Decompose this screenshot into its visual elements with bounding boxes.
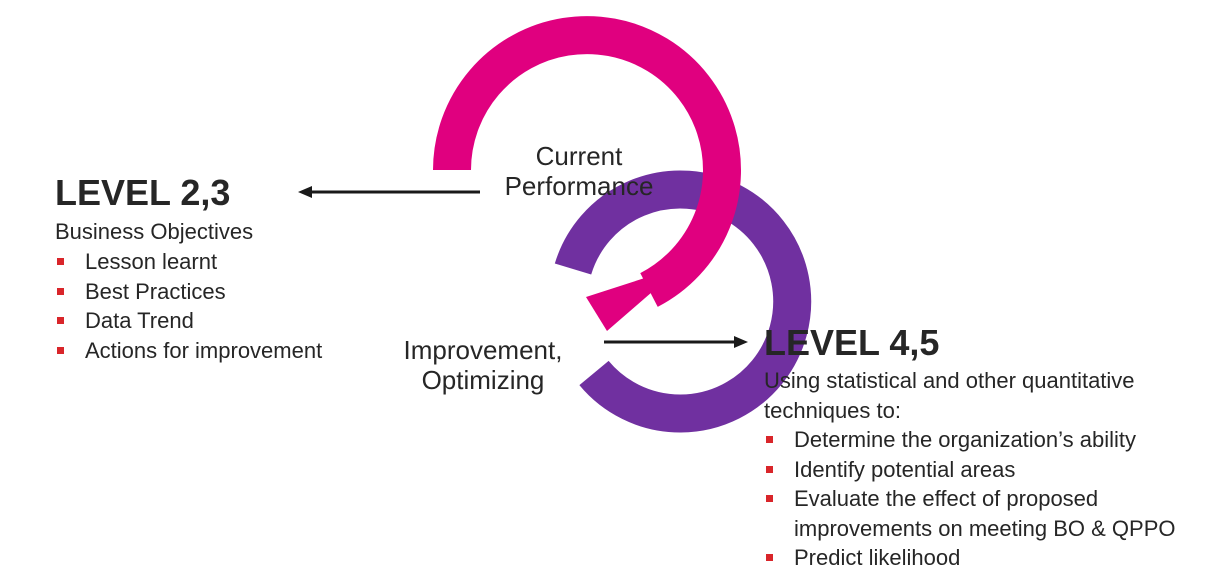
- bullet-icon: [766, 436, 773, 443]
- bullet-icon: [57, 317, 64, 324]
- level-4-5-intro: Using statistical and other quantitative…: [764, 368, 1135, 423]
- bullet-icon: [766, 554, 773, 561]
- arrow-to-level-2-3-head: [298, 186, 312, 198]
- level-4-5-title: LEVEL 4,5: [764, 322, 940, 363]
- performance-ring-arrowhead: [586, 266, 682, 331]
- list-item: Data Trend: [55, 306, 322, 336]
- list-item: Best Practices: [55, 277, 322, 307]
- list-item: Predict likelihood: [764, 543, 1176, 573]
- level-2-3-title: LEVEL 2,3: [55, 172, 231, 213]
- list-item: Determine the organization’s ability: [764, 425, 1176, 455]
- level-2-3-intro: Business Objectives: [55, 219, 254, 244]
- bullet-icon: [766, 465, 773, 473]
- level-4-5-list: Determine the organization’s ability Ide…: [764, 425, 1176, 573]
- bullet-icon: [766, 495, 773, 502]
- improvement-optimizing-label: Improvement, Optimizing: [403, 335, 563, 395]
- level-2-3-list: Lesson learnt Best Practices Data Trend …: [55, 247, 322, 365]
- bullet-icon: [57, 346, 64, 354]
- improvement-ring: [554, 170, 812, 433]
- list-item: Identify potential areas: [764, 455, 1176, 485]
- bullet-icon: [57, 287, 64, 295]
- arrow-to-level-4-5-head: [734, 336, 748, 348]
- performance-ring: [433, 16, 741, 307]
- current-performance-label: Current Performance: [504, 141, 654, 201]
- bullet-icon: [57, 258, 64, 265]
- list-item: Lesson learnt: [55, 247, 322, 277]
- list-item: Actions for improvement: [55, 336, 322, 366]
